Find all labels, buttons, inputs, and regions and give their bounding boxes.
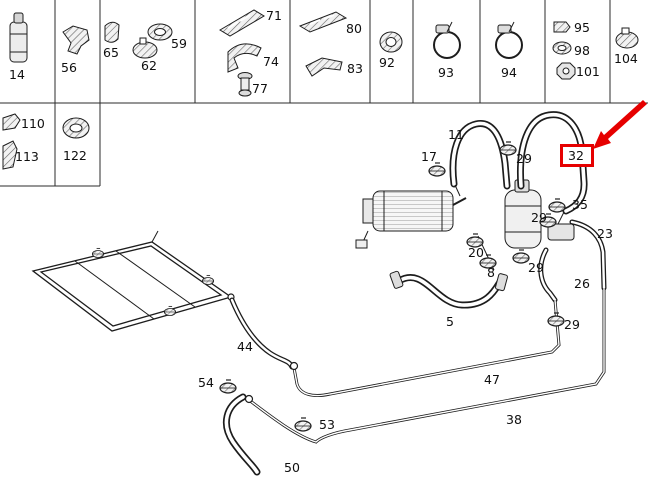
frame-clamp-icon [163,305,177,316]
part-label-29: 29 [528,260,544,275]
clamp-icon [132,37,158,59]
part-label-95: 95 [574,20,590,35]
part-label-8: 8 [487,265,495,280]
worm-clamp-icon [433,21,461,59]
part-icons [2,9,639,170]
clamp-icon [147,23,173,41]
part-label-83: 83 [347,61,363,76]
part-label-54: 54 [198,375,214,390]
worm-clamp-icon [495,21,523,59]
curved-bracket-icon [227,43,262,73]
highlight-arrow [593,100,647,149]
part-label-5: 5 [446,314,454,329]
highlight-box [560,144,594,167]
fuel-line-47 [292,298,561,398]
part-label-26: 26 [574,276,590,291]
part-number-labels: 14 56 65 62 59 71 74 77 80 83 92 93 94 95 98 101 104 110 1… [9,8,638,475]
hose-5-fitting [389,270,404,289]
clip-icon [553,21,571,33]
part-label-29: 29 [564,317,580,332]
part-label-80: 80 [346,21,362,36]
part-label-74: 74 [263,54,279,69]
part-label-32: 32 [568,148,584,163]
part-label-29: 29 [516,151,532,166]
clip-icon [2,113,21,131]
rubber-mount-icon [62,25,90,55]
hose-5-fitting [495,273,508,292]
part-label-20: 20 [468,245,484,260]
part-label-94: 94 [501,65,517,80]
slotted-strap-icon [219,9,265,37]
part-label-17: 17 [421,149,437,164]
ring-icon [379,31,403,53]
filter-t-fitting [547,223,575,241]
frame-clamp-icon [91,247,105,258]
part-label-59: 59 [171,36,187,51]
part-label-98: 98 [574,43,590,58]
assembly-clamps [219,141,566,432]
bracket-icon [305,57,343,77]
part-label-14: 14 [9,67,25,82]
bracket-icon [2,140,18,170]
clamp-29-icon [512,249,530,264]
ring-icon [552,41,572,55]
part-label-93: 93 [438,65,454,80]
clamp-35-icon [548,198,566,213]
nut-icon [556,62,576,80]
fuel-lines [244,286,606,444]
accumulator-icon [9,12,28,63]
part-label-122: 122 [63,148,87,163]
part-label-101: 101 [576,64,600,79]
clamp-53-icon [294,417,312,432]
part-label-47: 47 [484,372,500,387]
part-label-11: 11 [448,127,464,142]
part-label-23: 23 [597,226,613,241]
part-label-56: 56 [61,60,77,75]
clamp-54-icon [219,379,237,394]
frame-clamp-icon [201,274,215,285]
carrier-frame [31,230,235,332]
part-label-62: 62 [141,58,157,73]
part-label-65: 65 [103,45,119,60]
parts-grid-lines [0,0,648,187]
part-label-71: 71 [266,8,282,23]
grommet-stack-icon [237,72,253,97]
part-label-50: 50 [284,460,300,475]
hose-44 [232,300,292,367]
part-label-77: 77 [252,81,268,96]
fuel-line-38 [247,286,606,444]
part-label-92: 92 [379,55,395,70]
part-label-110: 110 [21,116,45,131]
part-label-44: 44 [237,339,253,354]
clamp-icon [615,27,639,49]
slotted-strap-icon [298,11,348,33]
fuel-cooler [355,190,467,249]
clamp-17-icon [428,162,446,177]
hoses [226,115,604,472]
clip-icon [104,21,120,43]
fuel-filter [504,179,575,249]
part-label-29: 29 [531,210,547,225]
part-label-104: 104 [614,51,638,66]
part-label-35: 35 [572,197,588,212]
part-label-113: 113 [15,149,39,164]
part-label-53: 53 [319,417,335,432]
clamp-icon [62,117,90,139]
part-label-38: 38 [506,412,522,427]
